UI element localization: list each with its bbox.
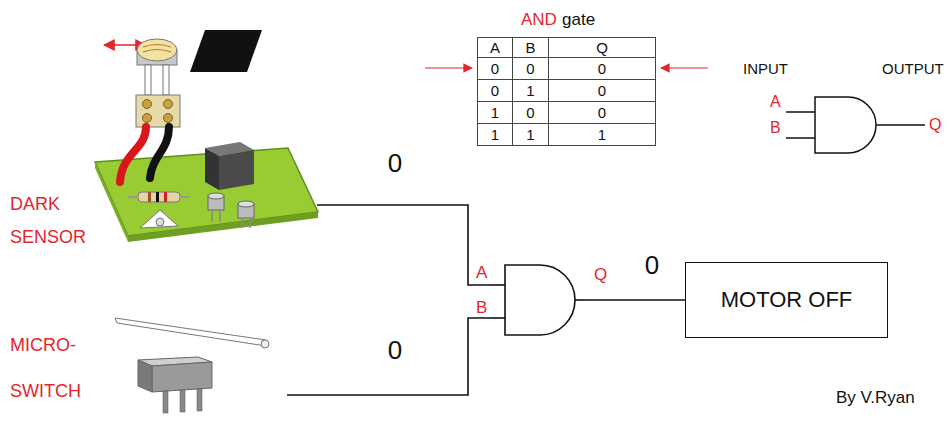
pin-label: Q [929, 115, 941, 134]
table-cell: 1 [598, 124, 606, 145]
table-cell: 1 [491, 102, 499, 123]
truth-table-grid [478, 38, 656, 146]
pin-label: B [476, 298, 487, 317]
table-cell: 0 [491, 58, 499, 79]
credit: By V.Ryan [836, 388, 915, 408]
table-cell: 0 [598, 58, 606, 79]
pin-label: B [770, 118, 781, 137]
and-gate: ABQ [490, 262, 585, 338]
component-label: DARK SENSOR [10, 188, 102, 254]
table-cell: 0 [526, 102, 534, 123]
table-cell: 0 [526, 58, 534, 79]
logic-level: 0 [386, 335, 404, 365]
pointer-arrow [425, 67, 472, 68]
motor-box: MOTOR OFF [685, 262, 888, 338]
and-gate-outline [490, 262, 585, 338]
and-gate-symbol [786, 97, 925, 153]
logic-level: 0 [386, 148, 404, 178]
symbol-label: INPUT [743, 60, 788, 78]
table-cell: A [490, 38, 500, 58]
dark-sensor: DARK SENSOR [5, 40, 317, 240]
table-cell: B [525, 38, 535, 58]
table-cell: 1 [526, 124, 534, 145]
table-title: AND [521, 10, 557, 30]
table-title: gate [562, 10, 595, 30]
table-cell: 0 [598, 80, 606, 101]
table-cell: 0 [598, 102, 606, 123]
component-label: MICRO- SWITCH [10, 322, 98, 414]
wire [287, 318, 490, 395]
pcb-illustration [95, 30, 318, 242]
table-cell: 0 [491, 80, 499, 101]
table-cell: 1 [526, 80, 534, 101]
pin-label: A [770, 92, 781, 111]
pointer-arrow [661, 67, 708, 68]
pin-label: A [476, 263, 487, 282]
microswitch-illustration [115, 318, 269, 413]
table-cell: Q [596, 38, 608, 58]
pin-label: Q [594, 265, 607, 284]
table-cell: 1 [491, 124, 499, 145]
micro-switch: MICRO- SWITCH [5, 305, 287, 417]
wire [317, 205, 490, 285]
wire [585, 299, 685, 301]
logic-level: 0 [643, 250, 661, 280]
symbol-label: OUTPUT [882, 60, 944, 78]
motor-label: MOTOR OFF [721, 287, 853, 313]
